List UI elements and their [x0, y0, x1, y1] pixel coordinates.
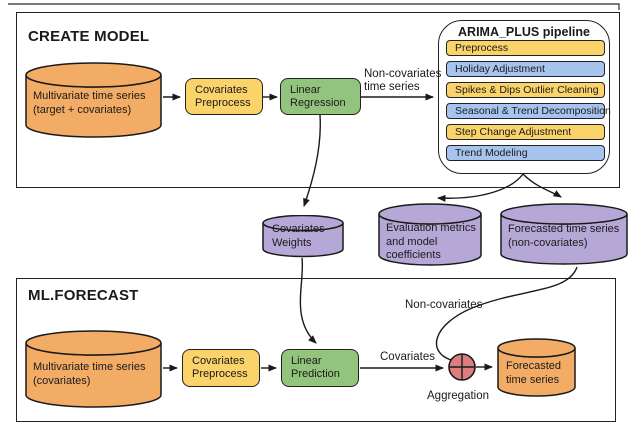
covariates-weights-cylinder — [262, 215, 344, 258]
ml-forecast-title: ML.FORECAST — [28, 287, 139, 304]
forecasted-output-cylinder — [497, 338, 576, 397]
covariates-preprocess-node-bottom: Covariates Preprocess — [182, 349, 260, 387]
arrow-pipeline-to-forecast-noncov — [522, 173, 562, 198]
arima-plus-pipeline-box: ARIMA_PLUS pipeline Preprocess Holiday A… — [438, 20, 611, 174]
arrow-pipeline-to-evaluation — [437, 173, 524, 202]
figure-top-border — [8, 3, 620, 10]
noncovariates-label: Non-covariates — [405, 299, 483, 311]
arrow-weights-to-prediction — [299, 257, 317, 344]
curve-forecast-noncov-to-aggregation — [435, 266, 578, 361]
source-db-cylinder-top — [25, 62, 162, 138]
forecasted-noncov-cylinder — [500, 203, 628, 265]
source-db-label-bottom: Multivariate time series (covariates) — [33, 361, 146, 387]
ml-forecast-section-box — [16, 278, 616, 422]
forecasted-output-label: Forecasted time series — [506, 360, 562, 386]
pipeline-step-spikes-dips: Spikes & Dips Outlier Cleaning — [446, 82, 605, 98]
noncovariates-time-series-label: Non-covariates time series — [364, 68, 442, 93]
linear-prediction-node: Linear Prediction — [281, 349, 359, 387]
pipeline-step-seasonal-trend: Seasonal & Trend Decomposition — [446, 103, 611, 119]
evaluation-metrics-cylinder — [378, 203, 482, 266]
create-model-title: CREATE MODEL — [28, 28, 150, 45]
pipeline-step-trend-modeling: Trend Modeling — [446, 145, 605, 161]
source-db-cylinder-bottom — [25, 330, 162, 408]
aggregation-label: Aggregation — [427, 390, 490, 402]
evaluation-metrics-label: Evaluation metrics and model coefficient… — [386, 222, 476, 261]
covariates-preprocess-node-top: Covariates Preprocess — [185, 78, 263, 115]
pipeline-step-step-change: Step Change Adjustment — [446, 124, 605, 140]
pipeline-title: ARIMA_PLUS pipeline — [458, 25, 590, 39]
forecasted-noncov-label: Forecasted time series (non-covariates) — [508, 223, 620, 249]
aggregation-plus-icon — [449, 354, 475, 380]
pipeline-step-preprocess: Preprocess — [446, 40, 605, 56]
aggregation-node — [448, 353, 476, 381]
linear-regression-node: Linear Regression — [280, 78, 361, 115]
create-model-section-box — [16, 12, 620, 188]
pipeline-step-holiday-adjustment: Holiday Adjustment — [446, 61, 605, 77]
source-db-label-top: Multivariate time series (target + covar… — [33, 90, 146, 116]
arrow-regression-to-weights — [303, 114, 321, 207]
covariates-label: Covariates — [380, 351, 435, 363]
covariates-weights-label: Covariates Weights — [272, 223, 325, 249]
